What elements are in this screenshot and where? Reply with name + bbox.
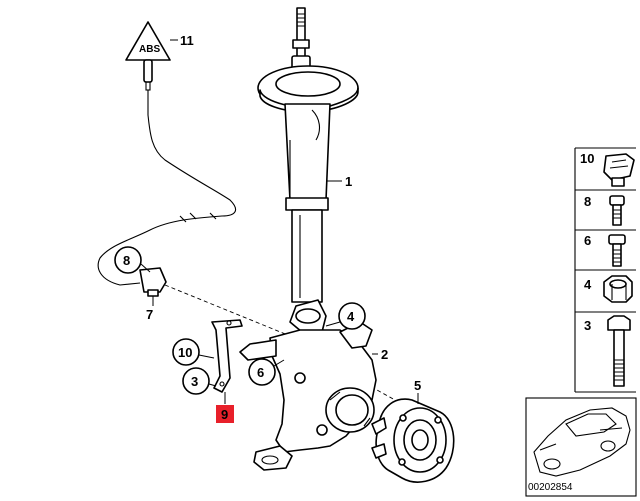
sidebar-item-number: 8 xyxy=(584,194,591,209)
sidebar-item-number: 4 xyxy=(584,277,592,292)
sidebar-item-number: 10 xyxy=(580,151,594,166)
sidebar-item-number: 3 xyxy=(584,318,591,333)
sidebar-item-3[interactable]: 3 xyxy=(584,315,631,387)
callout-4: 4 xyxy=(347,309,355,324)
thumbnail-code: 00202854 xyxy=(528,482,573,493)
long-bolt-icon xyxy=(607,315,631,387)
sidebar-item-10[interactable]: 10 xyxy=(580,151,635,187)
callout-1: 1 xyxy=(345,174,352,189)
parts-sidebar: 10 8 6 4 xyxy=(574,147,636,393)
shock-absorber[interactable] xyxy=(257,7,359,303)
sidebar-item-number: 6 xyxy=(584,233,591,248)
warning-label-glyph: ABS xyxy=(139,44,160,55)
sidebar-item-6[interactable]: 6 xyxy=(584,233,626,267)
steering-knuckle[interactable] xyxy=(239,299,377,471)
bolt-icon xyxy=(608,234,626,267)
callout-8: 8 xyxy=(123,253,130,268)
car-silhouette-icon xyxy=(533,407,631,477)
sensor-bracket[interactable] xyxy=(211,319,243,393)
hex-nut-icon xyxy=(603,275,633,303)
clip-nut-icon xyxy=(603,153,635,187)
wheel-hub[interactable] xyxy=(371,398,455,483)
callout-5: 5 xyxy=(414,378,421,393)
short-bolt-icon xyxy=(609,195,625,226)
callout-6: 6 xyxy=(257,365,264,380)
car-thumbnail[interactable]: 00202854 xyxy=(525,397,637,497)
callout-9: 9 xyxy=(221,407,228,422)
sidebar-item-4[interactable]: 4 xyxy=(584,275,633,303)
abs-sensor-cable[interactable]: ABS xyxy=(97,21,237,306)
callout-10: 10 xyxy=(178,345,192,360)
callout-11: 11 xyxy=(180,33,194,48)
highlight-box xyxy=(216,405,234,423)
callout-7: 7 xyxy=(146,307,153,322)
callout-2: 2 xyxy=(381,347,388,362)
sidebar-item-8[interactable]: 8 xyxy=(584,194,625,226)
callout-3: 3 xyxy=(191,374,198,389)
